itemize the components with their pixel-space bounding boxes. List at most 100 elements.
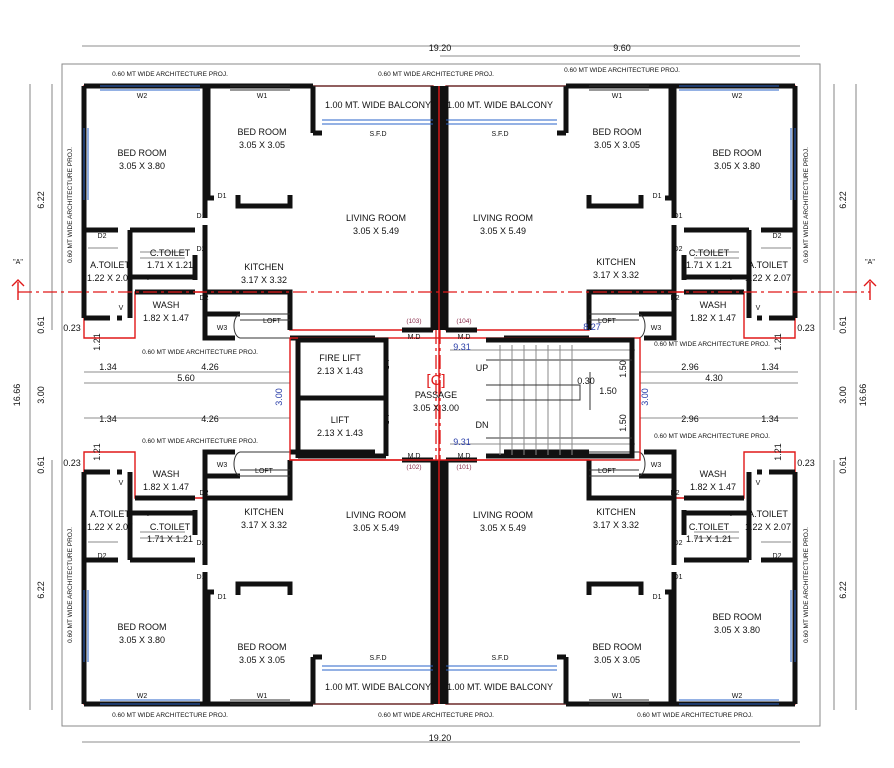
dim-2-96-br: 2.96 [681,414,699,424]
dim-1-34-br: 1.34 [761,414,779,424]
living-size-tl: 3.05 X 5.49 [353,226,399,236]
sfd-br: S.F.D [491,655,508,662]
fire-lift-label: FIRE LIFT [319,353,361,363]
bedroom-small-size-bl: 3.05 X 3.05 [239,655,285,665]
dim-proj-br: 0.61 [838,456,848,474]
dim-9-31-top: 9.31 [453,342,471,352]
v-a-br: V [729,511,734,518]
kitchen-size-tr: 3.17 X 3.32 [593,270,639,280]
sfd-tr: S.F.D [491,131,508,138]
ctoilet-br: C.TOILET [689,522,730,532]
dim-0-30: 0.30 [577,376,595,386]
bedroom-big-bl: BED ROOM [117,622,166,632]
sfd-bl: S.F.D [369,655,386,662]
loft-bl: LOFT [255,468,274,475]
d1-b-bl: D1 [197,574,206,581]
bedroom-big-size-tr: 3.05 X 3.80 [714,161,760,171]
atoilet-size-bl: 1.22 X 2.07 [87,522,133,532]
dim-top-depth-left: 6.22 [36,191,46,209]
kitchen-tl: KITCHEN [244,262,284,272]
w2-br: W2 [732,693,743,700]
proj-label-top-left: 0.60 MT WIDE ARCHITECTURE PROJ. [112,71,228,78]
dim-1-21-bl: 1.21 [92,443,102,461]
section-a-left: "A" [13,259,23,266]
d1-a-br: D1 [653,594,662,601]
dim-4-26-tl: 4.26 [201,362,219,372]
dim-1-50-c: 1.50 [618,414,628,432]
proj-label-core-tl: 0.60 MT WIDE ARCHITECTURE PROJ. [142,349,258,356]
v-a-tl: V [146,275,151,282]
atoilet-size-br: 1.22 X 2.07 [745,522,791,532]
living-size-bl: 3.05 X 5.49 [353,523,399,533]
d2-a-tl: D2 [98,233,107,240]
bedroom-small-size-br: 3.05 X 3.05 [594,655,640,665]
loft-tr: LOFT [598,318,617,325]
balcony-label-tl: 1.00 MT. WIDE BALCONY [325,100,431,110]
bedroom-small-size-tr: 3.05 X 3.05 [594,140,640,150]
dim-top-depth-right: 6.22 [838,191,848,209]
atoilet-br: A.TOILET [748,509,788,519]
living-bl: LIVING ROOM [346,510,406,520]
ctoilet-size-tr: 1.71 X 1.21 [686,260,732,270]
dim-toilet-off-tr: 0.23 [797,323,815,333]
stair-dn: DN [476,420,489,430]
living-tl: LIVING ROOM [346,213,406,223]
section-marker-right [863,279,877,300]
bedroom-big-tr: BED ROOM [712,148,761,158]
d2-b-br: D2 [674,540,683,547]
loft-tl: LOFT [263,318,282,325]
proj-label-left-bottom: 0.60 MT WIDE ARCHITECTURE PROJ. [67,527,74,643]
flat-no-101: (101) [456,464,471,471]
proj-label-bottom-right: 0.60 MT WIDE ARCHITECTURE PROJ. [637,712,753,719]
w3-bl: W3 [217,462,228,469]
bedroom-big-size-bl: 3.05 X 3.80 [119,635,165,645]
balcony-label-tr: 1.00 MT. WIDE BALCONY [447,100,553,110]
living-size-tr: 3.05 X 5.49 [480,226,526,236]
fire-lift-size: 2.13 X 1.43 [317,366,363,376]
md-tl: M.D [408,334,421,341]
proj-label-core-br: 0.60 MT WIDE ARCHITECTURE PROJ. [654,433,770,440]
dim-passage-core-left: 3.00 [274,388,284,406]
wash-tr: WASH [700,300,727,310]
dim-9-31-bottom: 9.31 [453,437,471,447]
d2-b-tr: D2 [674,246,683,253]
fire-lift-door: L.D [382,360,389,371]
proj-label-top-right: 0.60 MT WIDE ARCHITECTURE PROJ. [564,67,680,74]
dim-5-60: 5.60 [177,373,195,383]
w1-br: W1 [612,693,623,700]
dim-1-34-tl: 1.34 [99,362,117,372]
ctoilet-size-bl: 1.71 X 1.21 [147,534,193,544]
dim-4-30: 4.30 [705,373,723,383]
wash-br: WASH [700,469,727,479]
dim-proj-tl: 0.61 [36,316,46,334]
dim-bottom-depth-right: 6.22 [838,581,848,599]
dim-toilet-off-tl: 0.23 [63,323,81,333]
ctoilet-tr: C.TOILET [689,248,730,258]
kitchen-size-tl: 3.17 X 3.32 [241,275,287,285]
bedroom-big-tl: BED ROOM [117,148,166,158]
dim-overall-width-bottom: 19.20 [429,733,452,743]
md-tr: M.D [458,334,471,341]
dim-half-width: 9.60 [613,43,631,53]
wash-bl: WASH [153,469,180,479]
living-tr: LIVING ROOM [473,213,533,223]
kitchen-size-br: 3.17 X 3.32 [593,520,639,530]
wash-size-br: 1.82 X 1.47 [690,482,736,492]
dim-2-96-tr: 2.96 [681,362,699,372]
dim-1-21-tr: 1.21 [773,333,783,351]
atoilet-tl: A.TOILET [90,260,130,270]
passage-label: PASSAGE [415,390,457,400]
dim-overall-width-top: 19.20 [429,43,452,53]
w1-bl: W1 [257,693,268,700]
d2-c-tr: D2 [671,295,680,302]
dimension-lines [29,45,857,743]
lift-door: L.D [382,415,389,426]
md-br: M.D [458,453,471,460]
d2-b-bl: D2 [197,540,206,547]
kitchen-tr: KITCHEN [596,257,636,267]
atoilet-bl: A.TOILET [90,509,130,519]
dim-overall-height-right: 16.66 [858,384,868,407]
d2-a-tr: D2 [773,233,782,240]
w1-tr: W1 [612,93,623,100]
